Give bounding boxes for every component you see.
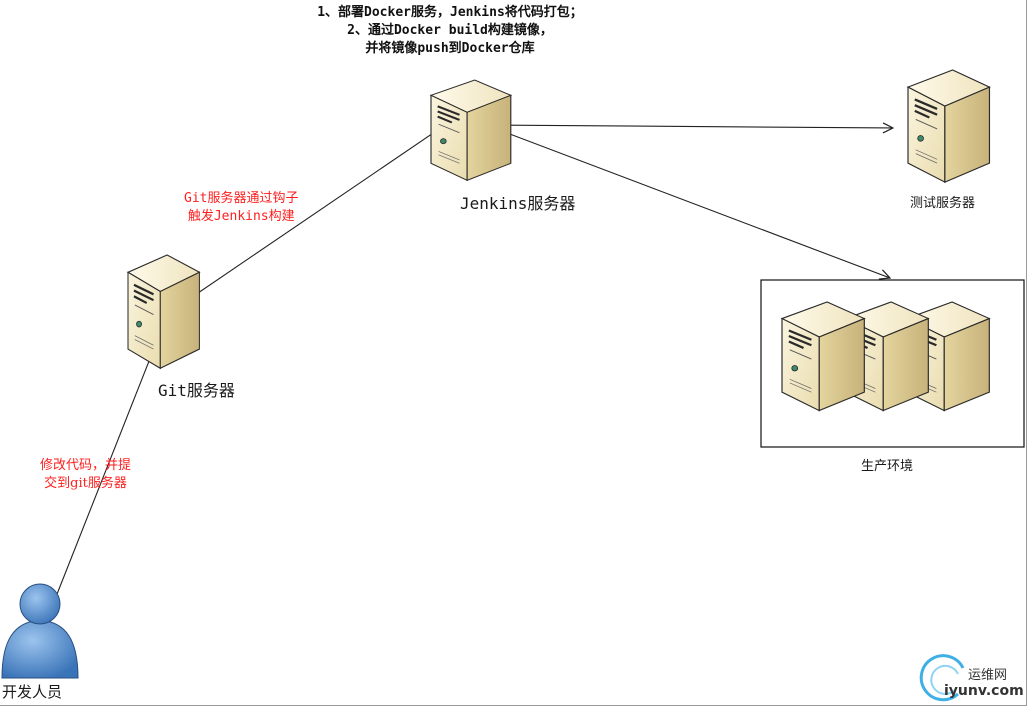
commit-note: 修改代码，并提 交到git服务器 [40,457,131,493]
deploy-test-arrow [485,125,893,128]
git-hook-note: Git服务器通过钩子 触发Jenkins构建 [184,190,298,226]
git-hook-note-line-1: Git服务器通过钩子 [184,191,299,206]
production-environment-label: 生产环境 [861,459,914,474]
deploy-prod-arrow [485,124,890,278]
git-server-icon [126,253,201,370]
commit-note-line-2: 交到git服务器 [44,476,127,491]
developer-person-icon [1,583,79,679]
git-hook-note-line-2: 触发Jenkins构建 [187,209,295,224]
title-note-line-1: 1、部署Docker服务，Jenkins将代码打包； [317,5,583,20]
production-environment-box [760,279,1025,448]
jenkins-server-label: Jenkins服务器 [460,194,576,213]
jenkins-server-icon [429,78,512,182]
watermark-text: 运维网 [968,668,1008,683]
title-note: 1、部署Docker服务，Jenkins将代码打包； 2、通过Docker bu… [300,4,600,58]
hook-arrow [175,125,445,309]
title-note-line-3: 并将镜像push到Docker仓库 [365,41,535,56]
developer-label: 开发人员 [2,683,63,701]
test-server-icon [906,68,991,184]
watermark-url: iyunv.com [944,683,1024,699]
test-server-label: 测试服务器 [910,196,976,211]
production-server-icon [780,300,866,412]
commit-note-line-1: 修改代码，并提 [40,458,132,473]
git-server-label: Git服务器 [158,381,235,400]
title-note-line-2: 2、通过Docker build构建镜像， [347,23,553,38]
watermark-logo-icon [919,654,965,702]
